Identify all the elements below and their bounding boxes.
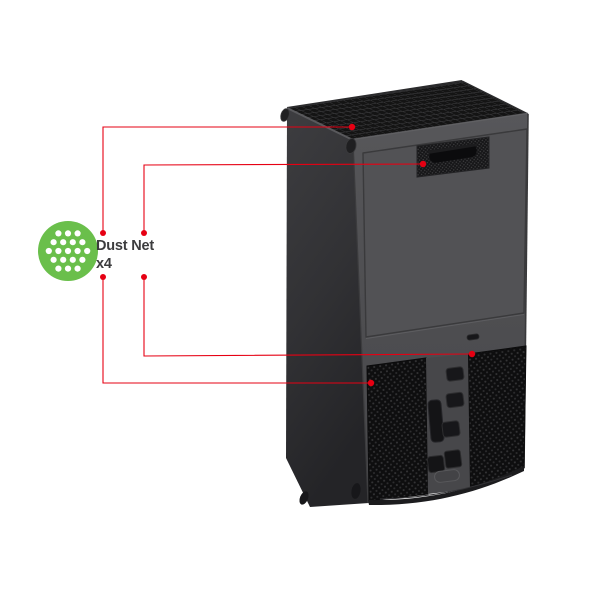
callout-lines — [100, 123, 476, 387]
callout-line-handle-vent — [143, 163, 424, 233]
dust-net-icon — [38, 221, 98, 281]
game-console — [280, 80, 529, 507]
dust-net-holes — [45, 230, 91, 272]
callout-line-bottom-left-vent — [102, 277, 371, 384]
hdmi-port — [441, 420, 461, 438]
power-port — [426, 454, 446, 474]
console-side-panel — [286, 108, 369, 507]
callout-line-bottom-right-vent — [143, 277, 473, 357]
ethernet-port — [443, 449, 463, 469]
rear-screws-and-feet — [280, 108, 361, 505]
foot-bottom-corner — [351, 483, 361, 499]
storage-expansion-slot — [427, 399, 445, 443]
callout-label: Dust Net x4 — [96, 237, 154, 273]
callout-endpoint-dots — [100, 123, 476, 387]
label-plate — [434, 469, 460, 483]
foot-bottom-left — [299, 491, 309, 505]
screw-top-corner — [345, 138, 357, 154]
back-panel-left-edge — [352, 139, 369, 504]
rear-ports — [426, 354, 470, 494]
back-panel-recess-seam — [362, 128, 528, 339]
callout-label-title: Dust Net — [96, 238, 155, 254]
console-base — [368, 466, 524, 506]
callout-line-top-vent — [102, 126, 352, 233]
usb-port-1 — [445, 366, 465, 382]
screw-top-left — [280, 108, 290, 122]
bottom-left-vent — [366, 357, 429, 502]
bottom-right-vent — [467, 345, 527, 490]
callout-label-quantity: x4 — [96, 256, 112, 272]
handle-vent — [416, 136, 490, 178]
console-top-vent — [286, 80, 529, 142]
lock-slot — [466, 333, 480, 341]
usb-port-2 — [445, 391, 465, 409]
